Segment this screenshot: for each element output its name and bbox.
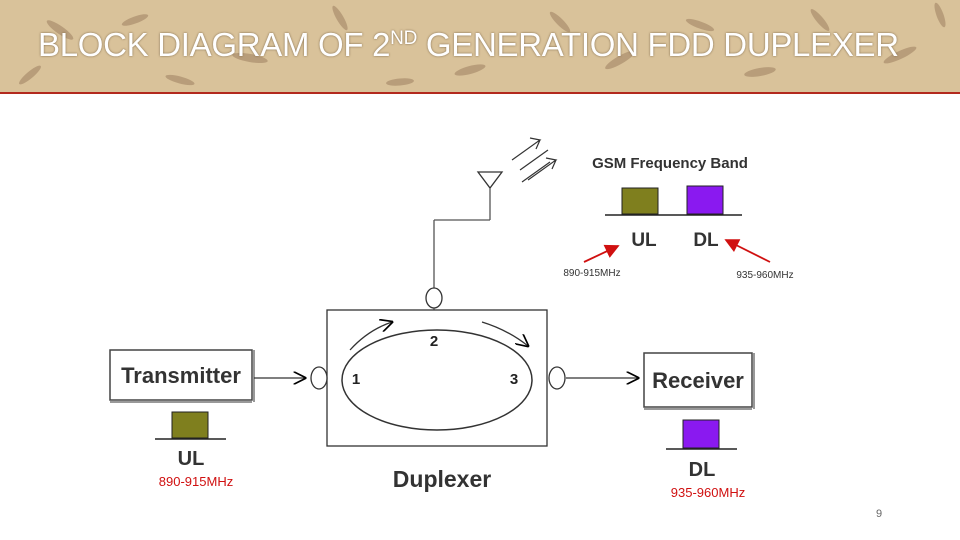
duplexer-label: Duplexer (393, 466, 491, 492)
gsm-dl-band-block (686, 185, 724, 215)
page-number: 9 (876, 508, 883, 520)
tx-ul-frequency: 890-915MHz (159, 474, 233, 489)
gsm-dl-label: DL (693, 230, 719, 251)
transmitter-label: Transmitter (121, 363, 241, 388)
antenna-port (425, 287, 443, 309)
port-3 (548, 366, 566, 390)
title-banner: BLOCK DIAGRAM OF 2ND GENERATION FDD DUPL… (0, 0, 960, 94)
transmitter-block (109, 349, 255, 403)
gsm-ul-label: UL (631, 230, 657, 251)
port-2-label: 2 (430, 333, 438, 350)
rx-dl-band-block (682, 419, 720, 449)
band-ul-frequency: 890-915MHz (563, 268, 620, 279)
band-dl-frequency: 935-960MHz (736, 270, 793, 281)
tx-ul-band-block (171, 411, 209, 439)
receiver-label: Receiver (652, 368, 744, 393)
antenna-icon (433, 171, 504, 288)
radio-wave-arrows (511, 137, 558, 183)
dl-pointer-arrow (724, 239, 771, 263)
slide-title: BLOCK DIAGRAM OF 2ND GENERATION FDD DUPL… (38, 26, 899, 63)
duplexer-block (326, 309, 548, 447)
ul-pointer-arrow (583, 244, 620, 263)
gsm-ul-band-block (621, 187, 659, 215)
gsm-band-title: GSM Frequency Band (592, 155, 748, 172)
port-1 (310, 366, 328, 390)
receiver-block (643, 352, 755, 410)
port-3-label: 3 (510, 371, 518, 388)
rx-dl-label: DL (689, 459, 716, 481)
tx-ul-label: UL (178, 448, 205, 470)
fossil-fish-pattern (19, 2, 946, 86)
port-1-label: 1 (352, 371, 360, 388)
rx-dl-frequency: 935-960MHz (671, 485, 745, 500)
